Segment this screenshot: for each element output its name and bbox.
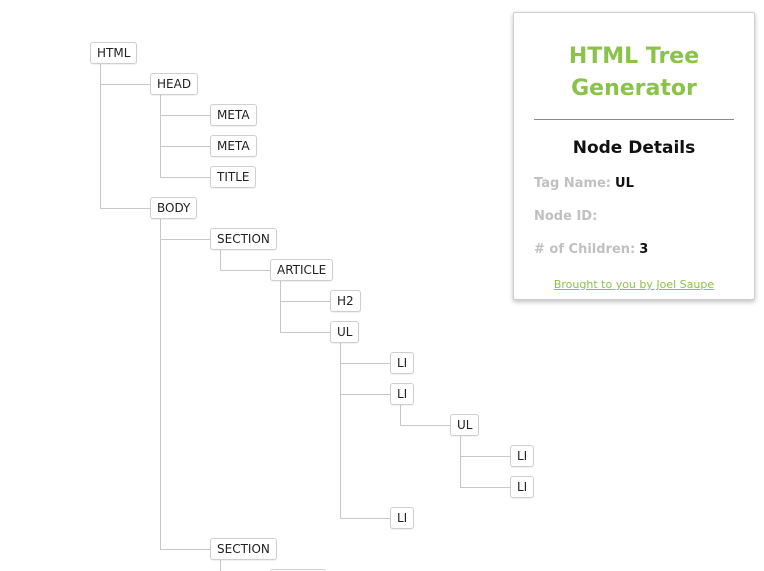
tree-node-ul[interactable]: UL bbox=[330, 321, 360, 343]
tree-connector-horizontal bbox=[340, 363, 390, 364]
tree-connector-horizontal bbox=[340, 518, 390, 519]
tree-node-section[interactable]: SECTION bbox=[210, 538, 277, 560]
tree-connector-horizontal bbox=[100, 84, 150, 85]
title-divider bbox=[534, 119, 734, 120]
tree-node-head[interactable]: HEAD bbox=[150, 73, 199, 95]
tree-connector-vertical bbox=[100, 64, 101, 208]
tree-node-body[interactable]: BODY bbox=[150, 197, 198, 219]
tree-connector-horizontal bbox=[280, 301, 330, 302]
tree-connector-horizontal bbox=[340, 394, 390, 395]
tree-node-html[interactable]: HTML bbox=[90, 42, 138, 64]
tree-node-title[interactable]: TITLE bbox=[210, 166, 257, 188]
tree-node-meta[interactable]: META bbox=[210, 104, 257, 126]
tree-connector-vertical bbox=[160, 219, 161, 549]
tag-name-label: Tag Name: bbox=[534, 176, 612, 191]
tree-connector-horizontal bbox=[100, 208, 150, 209]
tree-node-ul[interactable]: UL bbox=[450, 414, 480, 436]
tag-name-value: UL bbox=[615, 176, 634, 191]
tree-node-h2[interactable]: H2 bbox=[330, 290, 361, 312]
tree-connector-horizontal bbox=[160, 115, 210, 116]
tree-connector-vertical bbox=[400, 405, 401, 425]
tree-connector-horizontal bbox=[160, 146, 210, 147]
tree-connector-horizontal bbox=[220, 270, 270, 271]
tree-node-li[interactable]: LI bbox=[390, 383, 415, 405]
tree-node-li[interactable]: LI bbox=[510, 476, 535, 498]
tree-connector-vertical bbox=[220, 560, 221, 571]
tree-connector-horizontal bbox=[160, 239, 210, 240]
tree-connector-horizontal bbox=[280, 332, 330, 333]
author-credit-link[interactable]: Brought to you by Joel Saupe bbox=[553, 278, 715, 291]
tag-name-row: Tag Name:UL bbox=[534, 174, 734, 194]
tree-connector-horizontal bbox=[160, 549, 210, 550]
tree-node-li[interactable]: LI bbox=[390, 352, 415, 374]
tree-connector-vertical bbox=[160, 95, 161, 177]
node-id-label: Node ID: bbox=[534, 209, 598, 224]
children-count-label: # of Children: bbox=[534, 242, 636, 257]
children-count-row: # of Children:3 bbox=[534, 240, 734, 260]
tree-node-li[interactable]: LI bbox=[510, 445, 535, 467]
app-title: HTML Tree Generator bbox=[568, 44, 700, 101]
tree-node-partial[interactable] bbox=[270, 569, 326, 571]
node-id-row: Node ID: bbox=[534, 207, 734, 227]
children-count-value: 3 bbox=[639, 242, 649, 257]
tree-node-article[interactable]: ARTICLE bbox=[270, 259, 334, 281]
tree-node-li[interactable]: LI bbox=[390, 507, 415, 529]
node-details-panel: HTML Tree Generator Node Details Tag Nam… bbox=[513, 12, 755, 300]
tree-node-meta[interactable]: META bbox=[210, 135, 257, 157]
tree-connector-vertical bbox=[280, 281, 281, 332]
tree-connector-horizontal bbox=[460, 487, 510, 488]
tree-connector-vertical bbox=[340, 343, 341, 518]
node-details-heading: Node Details bbox=[572, 138, 696, 158]
tree-connector-vertical bbox=[460, 436, 461, 487]
tree-connector-horizontal bbox=[460, 456, 510, 457]
tree-connector-vertical bbox=[220, 250, 221, 270]
tree-connector-horizontal bbox=[160, 177, 210, 178]
tree-connector-horizontal bbox=[400, 425, 450, 426]
tree-node-section[interactable]: SECTION bbox=[210, 228, 277, 250]
